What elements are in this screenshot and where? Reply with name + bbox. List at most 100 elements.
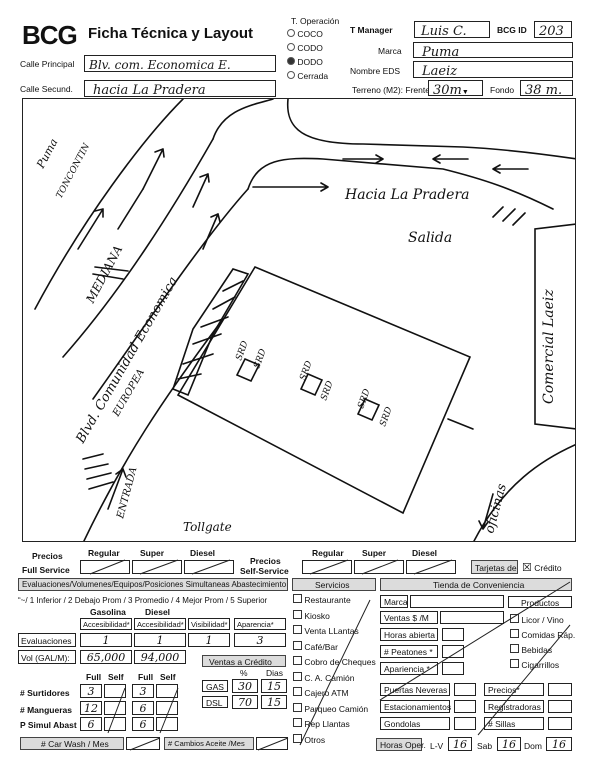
mang-gas-full[interactable]: 12 (80, 701, 102, 715)
servicio-parqueo-camion[interactable]: Parqueo Camión (293, 702, 377, 719)
sab-field[interactable]: 16 (497, 737, 521, 751)
tienda-marca-field[interactable] (410, 595, 504, 608)
servicio-restaurante[interactable]: Restaurante (293, 594, 377, 610)
checkbox[interactable] (510, 614, 519, 623)
operation-option-coco[interactable]: COCO (287, 29, 343, 41)
checkbox[interactable] (293, 594, 302, 603)
producto-cigarrillos[interactable]: Cigarrillos (510, 659, 574, 674)
calle-principal-field[interactable]: Blv. com. Economica E. (84, 55, 276, 72)
operation-options: COCO CODO DODO Cerrada (287, 29, 343, 83)
lv-field[interactable]: 16 (448, 737, 472, 751)
nombre-eds-field[interactable]: Laeiz (413, 61, 573, 79)
radio-coco[interactable] (287, 29, 295, 37)
servicio-cobro-cheques[interactable]: Cobro de Cheques (293, 656, 377, 672)
self-super-price[interactable] (354, 560, 404, 574)
producto-bebidas[interactable]: Bebidas (510, 644, 574, 659)
checkbox[interactable] (293, 609, 302, 619)
cambios-field[interactable] (256, 737, 288, 750)
operation-option-codo[interactable]: CODO (287, 43, 343, 55)
full-label-2: Full (138, 672, 154, 682)
servicio-cajero-atm[interactable]: Cajero ATM (293, 687, 377, 703)
dsl-dias[interactable]: 15 (261, 695, 287, 709)
t-manager-field[interactable]: Luis C. (414, 21, 490, 39)
puertas-field[interactable] (454, 683, 476, 696)
mang-gas-self[interactable] (104, 701, 126, 715)
precios-tienda-field[interactable] (548, 683, 572, 696)
simul-gas-self[interactable] (104, 717, 126, 731)
checkbox[interactable] (293, 702, 302, 712)
servicio-kiosko[interactable]: Kiosko (293, 609, 377, 626)
full-super-price[interactable] (132, 560, 182, 574)
horas-field[interactable] (442, 628, 464, 641)
servicio-venta-llantas[interactable]: Venta LLantas (293, 625, 377, 641)
dom-field[interactable]: 16 (546, 737, 572, 751)
eval-accesibilidad-gas[interactable]: 1 (80, 633, 132, 647)
eval-visibilidad[interactable]: 1 (188, 633, 230, 647)
fondo-field[interactable]: 38 m. (520, 80, 573, 98)
eval-accesibilidad-dsl[interactable]: 1 (134, 633, 186, 647)
full-regular-price[interactable] (80, 560, 130, 574)
servicio-cafe-bar[interactable]: Café/Bar (293, 640, 377, 657)
checkbox[interactable] (510, 629, 519, 638)
mang-dsl-full[interactable]: 6 (132, 701, 154, 715)
ventas-field[interactable] (440, 611, 504, 624)
peatones-field[interactable] (442, 645, 464, 658)
estacionamientos-field[interactable] (454, 700, 476, 713)
servicio-ca-camion[interactable]: C. A. Camión (293, 671, 377, 688)
frente-field[interactable]: 30m▼ (428, 80, 483, 98)
surt-dsl-self[interactable] (156, 684, 178, 698)
radio-cerrada[interactable] (287, 71, 295, 79)
checkbox[interactable] (293, 625, 302, 634)
operation-option-cerrada[interactable]: Cerrada (287, 71, 343, 83)
terreno-label: Terreno (M2): Frente (352, 85, 430, 95)
evaluaciones-header: Evaluaciones/Volumenes/Equipos/Posicione… (18, 578, 288, 591)
radio-codo[interactable] (287, 43, 295, 51)
surt-dsl-full[interactable]: 3 (132, 684, 154, 698)
sketch-drawing: Puma TONCONTIN MEDIANA Hacia La Pradera … (34, 99, 575, 541)
mang-dsl-self[interactable] (156, 701, 178, 715)
checkbox[interactable] (293, 671, 302, 681)
checkbox[interactable] (293, 687, 302, 696)
self-diesel-price[interactable] (406, 560, 456, 574)
servicio-rep-llantas[interactable]: Rep Llantas (293, 718, 377, 734)
registradoras-field[interactable] (548, 700, 572, 713)
servicio-otros[interactable]: Otros (293, 733, 377, 750)
surt-gas-self[interactable] (104, 684, 126, 698)
simul-dsl-full[interactable]: 6 (132, 717, 154, 731)
checkbox[interactable] (293, 718, 302, 727)
checkbox[interactable] (510, 644, 519, 653)
page-title: Ficha Técnica y Layout (88, 25, 254, 42)
operation-option-dodo[interactable]: DODO (287, 57, 343, 69)
dsl-pct[interactable]: 70 (232, 695, 258, 709)
checkbox[interactable] (293, 733, 302, 743)
gas-dias[interactable]: 15 (261, 679, 287, 693)
gondolas-field[interactable] (454, 717, 476, 730)
full-diesel-price[interactable] (184, 560, 234, 574)
bcg-id-field[interactable]: 203 (534, 21, 572, 39)
radio-dodo-checked[interactable] (287, 57, 295, 65)
arrow-icon-4 (202, 213, 221, 250)
credito-checkbox[interactable]: ☒ Crédito (522, 562, 562, 574)
producto-comidas[interactable]: Comidas Ráp. (510, 629, 575, 644)
calle-secund-field[interactable]: hacia La Pradera (84, 80, 276, 98)
checkbox[interactable] (293, 656, 302, 665)
simul-gas-full[interactable]: 6 (80, 717, 102, 731)
sillas-field[interactable] (548, 717, 572, 730)
tarjetas-box: Tarjetas de (471, 560, 518, 574)
eval-apariencia[interactable]: 3 (234, 633, 286, 647)
tienda-marca-label: Marca (380, 595, 408, 608)
chevron-down-icon: ▼ (461, 89, 469, 96)
gas-pct[interactable]: 30 (232, 679, 258, 693)
car-wash-field[interactable] (126, 737, 160, 750)
vol-gasolina[interactable]: 65,000 (80, 650, 132, 664)
horas-oper-label: Horas Oper. (376, 738, 426, 751)
apariencia-field[interactable] (442, 662, 464, 675)
producto-licor[interactable]: Licor / Vino (510, 614, 574, 629)
simul-dsl-self[interactable] (156, 717, 178, 731)
checkbox[interactable] (510, 659, 519, 668)
surt-gas-full[interactable]: 3 (80, 684, 102, 698)
vol-diesel[interactable]: 94,000 (134, 650, 186, 664)
checkbox[interactable] (293, 640, 302, 650)
self-regular-price[interactable] (302, 560, 352, 574)
marca-field[interactable]: Puma (413, 42, 573, 60)
